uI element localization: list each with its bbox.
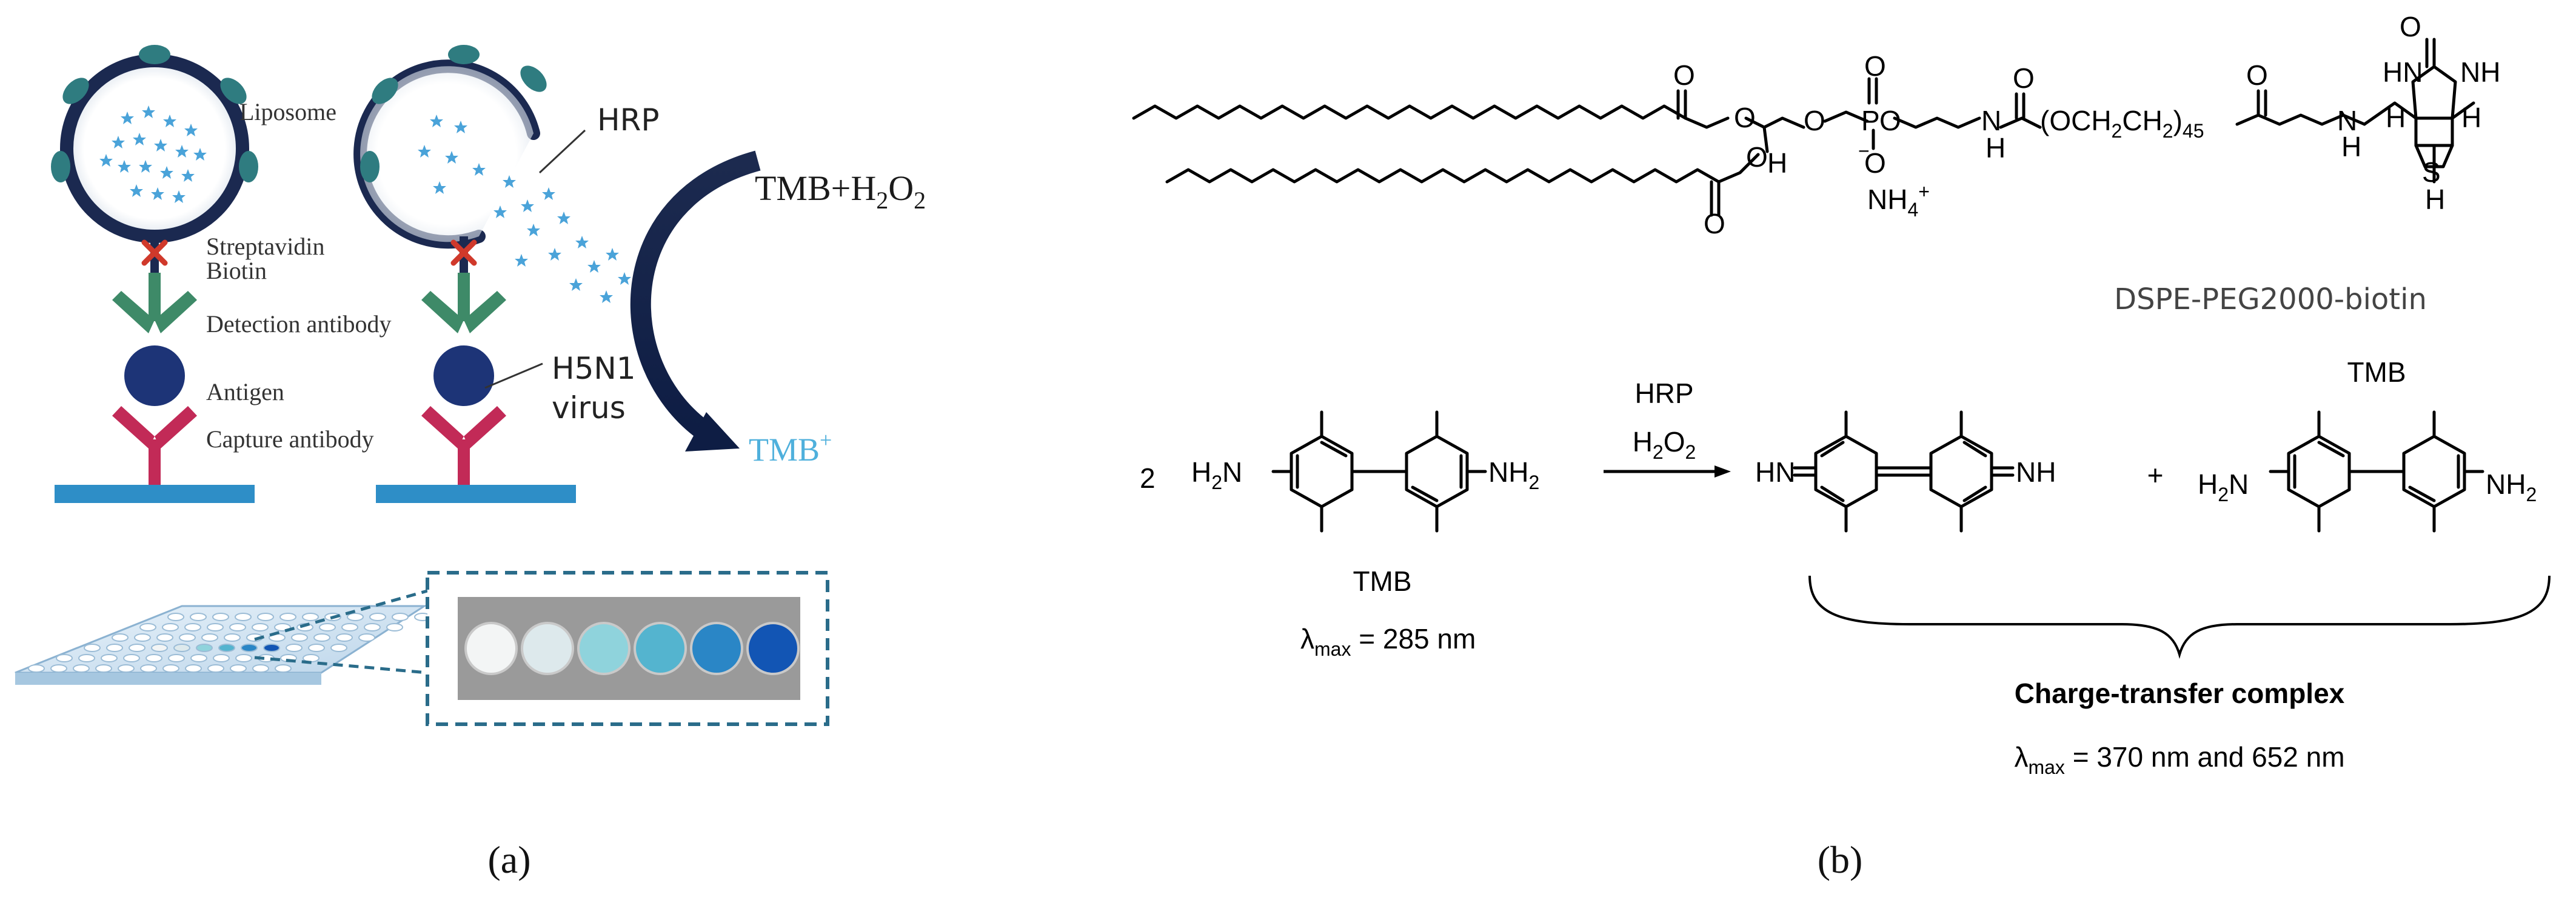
diimine-left-label: HN [1755,456,1795,488]
svg-text:O: O [1864,147,1886,179]
tmb-product-amine-left: H2N [2198,468,2249,505]
well-2 [521,622,574,675]
reaction-arc-arrow [630,150,761,452]
svg-text:O: O [2400,11,2421,42]
virus-label-line2: virus [552,390,626,425]
substrate-surface-2 [376,485,576,503]
streptavidin-biotin-cross-icon-2 [450,239,477,266]
detection-antibody-label: Detection antibody [206,310,391,338]
svg-text:O: O [2246,59,2268,91]
capture-antibody-icon-2 [421,406,506,485]
capture-antibody-icon [112,406,197,485]
well-5 [690,622,743,675]
svg-text:HN: HN [2383,56,2423,88]
complex-lambda: λmax = 370 nm and 652 nm [2014,741,2344,778]
well-row [464,622,800,675]
caption-b: (b) [1818,838,1863,881]
svg-text:O: O [1734,102,1756,133]
svg-text:N: N [1981,105,2001,136]
zoom-line-top [254,589,428,641]
diimine-right-label: NH [2016,456,2056,488]
dspe-atom-labels: O O O O H O P O O − O N H O O HN NH H H … [1673,11,2500,239]
virus-pointer [484,362,543,389]
svg-text:H: H [1986,132,2006,164]
hrp-pointer [538,129,586,174]
antigen-icon-2 [433,345,494,406]
reaction-arrowhead [1715,465,1731,478]
dspe-peg-biotin-structure [1132,38,2475,217]
peg-label: (OCH2CH2)45 [2040,105,2204,142]
detection-antibody-icon [112,273,197,333]
svg-text:O: O [1704,208,1725,239]
tmb-amine-right: NH2 [1488,456,1539,493]
svg-text:O: O [1673,59,1695,91]
reagent-top: HRP [1634,378,1693,409]
tmb-product-amine-right: NH2 [2486,468,2537,505]
well-6 [746,622,800,675]
liposome-ruptured [353,45,631,303]
hrp-label: HRP [597,102,660,138]
streptavidin-biotin-cross-icon [141,239,168,266]
tmb-product-structure [2269,410,2484,533]
svg-text:H: H [2386,102,2406,133]
substrate-surface [55,485,255,503]
ammonium-label: NH4+ [1867,181,1930,221]
biotin-label: Biotin [206,257,267,284]
tmb-amine-left: H2N [1191,456,1242,493]
liposome-intact [51,45,258,243]
detection-antibody-icon-2 [421,273,506,333]
svg-text:−: − [1858,140,1870,162]
antigen-label: Antigen [206,378,284,405]
coefficient: 2 [1140,462,1156,494]
svg-text:H: H [2341,131,2361,162]
liposome-spikes [51,45,258,182]
compound-name: DSPE-PEG2000-biotin [2114,282,2427,316]
svg-text:O: O [1746,141,1768,173]
zoom-line-bottom [254,656,428,675]
plus-sign: + [2147,459,2164,491]
svg-text:N: N [2337,105,2357,136]
streptavidin-label: Streptavidin [206,233,325,260]
product-tmb-label: TMB [2347,356,2406,388]
reactant-name: TMB [1353,565,1411,597]
reagent-bottom: H2O2 [1633,426,1696,463]
reactant-lambda: λmax = 285 nm [1300,623,1476,660]
well-4 [634,622,687,675]
product-label: TMB+ [749,428,832,468]
svg-text:P: P [1861,105,1880,136]
svg-text:H: H [1767,147,1787,179]
microplate-icon [15,605,431,685]
svg-text:O: O [1804,105,1825,136]
svg-text:S: S [2422,156,2441,188]
antigen-icon [124,345,185,406]
liposome-label: Liposome [239,98,336,125]
diimine-product-structure [1793,410,2015,533]
caption-a: (a) [487,838,530,881]
well-1 [464,622,518,675]
substrate-label: TMB+H2O2 [755,168,926,214]
capture-antibody-label: Capture antibody [206,425,374,453]
well-3 [577,622,631,675]
svg-text:O: O [1864,50,1886,82]
svg-text:O: O [1879,105,1901,136]
svg-text:NH: NH [2460,56,2500,88]
complex-brace [1808,575,2551,659]
tmb-reactant-structure [1271,410,1487,533]
svg-text:H: H [2461,102,2481,133]
virus-label-line1: H5N1 [552,351,636,386]
svg-text:H: H [2425,184,2445,215]
svg-text:O: O [2013,62,2035,94]
panel-b: O O O O H O P O O − O N H O O HN NH H H … [1132,11,2551,881]
panel-a: Liposome Streptavidin Biotin Detection a… [15,45,926,881]
complex-label: Charge-transfer complex [2015,678,2345,709]
